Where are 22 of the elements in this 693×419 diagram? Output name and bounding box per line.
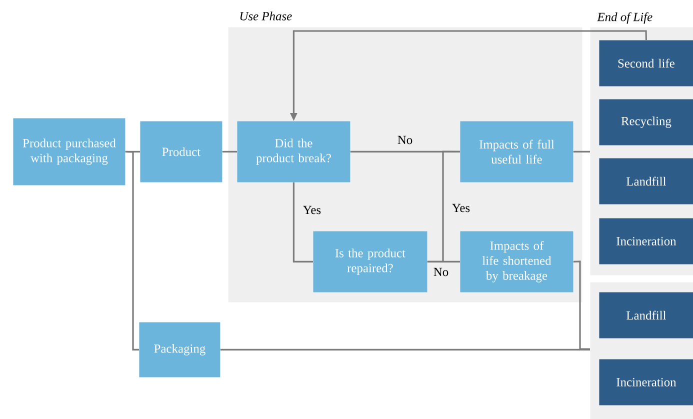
- connector: [427, 260, 460, 262]
- connector: [222, 150, 237, 152]
- process-box: Impacts of life shortened by breakage: [460, 231, 574, 292]
- phase-heading: Use Phase: [240, 12, 292, 20]
- process-box: Did the product break?: [237, 121, 350, 182]
- process-box: Impacts of full useful life: [460, 121, 574, 182]
- outcome-box: Second life: [599, 40, 693, 86]
- outcome-box: Incineration: [599, 359, 693, 406]
- connector: [573, 150, 590, 152]
- outcome-box: Landfill: [599, 158, 693, 204]
- process-box: Product purchased with packaging: [13, 118, 126, 186]
- process-box: Is the product repaired?: [313, 231, 428, 292]
- connector: [292, 182, 313, 262]
- outcome-box: Recycling: [599, 99, 693, 146]
- process-box: Product: [140, 121, 222, 182]
- phase-heading: End of Life: [597, 12, 652, 24]
- outcome-box: Landfill: [599, 292, 693, 338]
- process-box: Packaging: [139, 322, 220, 378]
- outcome-box: Incineration: [599, 218, 693, 264]
- connector: [220, 348, 590, 350]
- connector: [125, 150, 139, 350]
- connector: [573, 260, 590, 350]
